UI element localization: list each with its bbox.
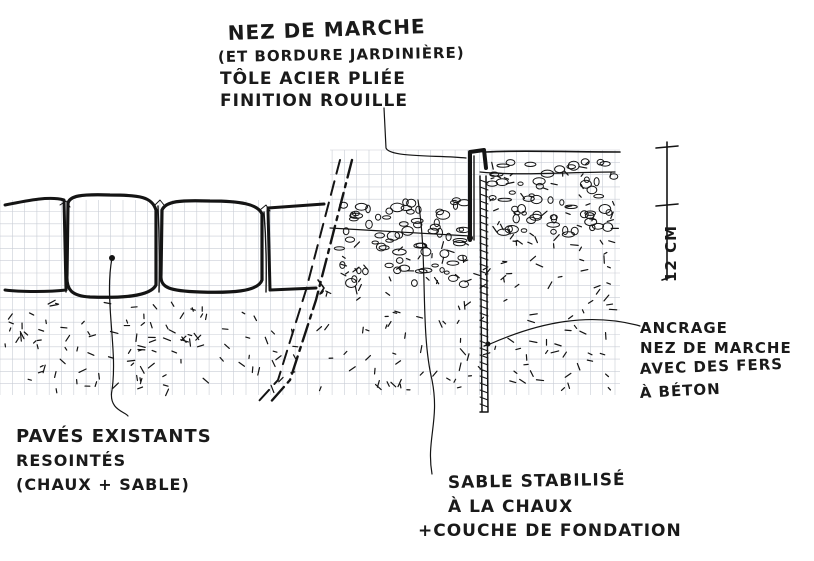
pavers-label-line2: RESOINTÉS — [16, 451, 126, 470]
steel-nosing — [467, 148, 488, 242]
sand-label-line1: SABLE STABILISÉ — [448, 468, 626, 493]
dimension-label: 12 CM — [662, 225, 680, 282]
nosing-label-line1: NEZ DE MARCHE — [227, 14, 426, 45]
anchoring-label-line2: NEZ DE MARCHE — [640, 339, 792, 357]
existing-pavers — [3, 193, 326, 299]
nosing-label-line2: (ET BORDURE JARDINIÈRE) — [218, 43, 465, 66]
paving-edge — [257, 158, 354, 407]
nosing-label-line3: TÔLE ACIER PLIÉE — [220, 67, 406, 89]
step-surface — [485, 150, 621, 153]
pavers-label-line1: PAVÉS EXISTANTS — [16, 425, 212, 447]
anchoring-label-line3: AVEC DES FERS — [640, 355, 784, 378]
leader-lines — [108, 107, 641, 475]
nosing-label-line4: FINITION ROUILLE — [220, 91, 408, 111]
anchoring-label-line1: ANCRAGE — [640, 319, 728, 337]
sand-label-line2: À LA CHAUX — [448, 495, 573, 517]
gravel-layer — [329, 158, 619, 289]
sand-label-line3: +COUCHE DE FONDATION — [418, 521, 682, 541]
pavers-label-line3: (CHAUX + SABLE) — [16, 475, 190, 494]
rebar-anchor — [479, 175, 489, 413]
dimension-line — [655, 141, 679, 281]
anchoring-label-line4: À BÉTON — [639, 379, 721, 402]
